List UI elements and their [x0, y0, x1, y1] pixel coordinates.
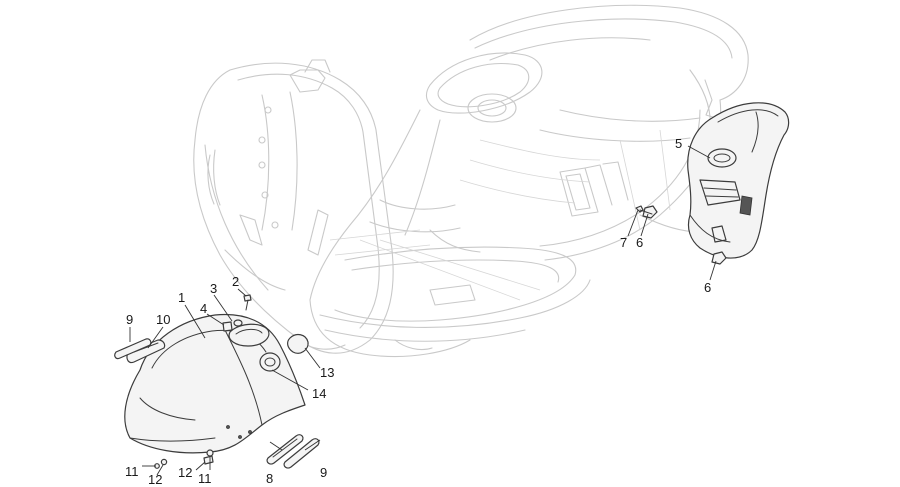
callout-8: 8 — [266, 471, 273, 486]
front-mudguard — [124, 313, 306, 454]
callout-11-right: 11 — [198, 471, 212, 486]
scooter-body-ghost — [193, 4, 749, 358]
callout-9-right: 9 — [320, 465, 327, 480]
callout-2: 2 — [232, 274, 239, 289]
callout-labels: 1 2 3 4 5 6 6 7 8 9 9 10 11 11 12 12 13 … — [125, 136, 711, 487]
callout-11-left: 11 — [125, 464, 139, 479]
callout-12-right: 12 — [178, 465, 192, 480]
callout-3: 3 — [210, 281, 217, 296]
callout-4: 4 — [200, 301, 207, 316]
callout-10: 10 — [156, 312, 170, 327]
callout-12-left: 12 — [148, 472, 162, 487]
callout-6-upper: 6 — [636, 235, 643, 250]
callout-6-lower: 6 — [704, 280, 711, 295]
callout-7: 7 — [620, 235, 627, 250]
rear-mudguard-fasteners — [635, 205, 727, 265]
rear-mudguard — [687, 102, 790, 259]
callout-13: 13 — [320, 365, 334, 380]
callout-1: 1 — [178, 290, 185, 305]
callout-9-left: 9 — [126, 312, 133, 327]
callout-5: 5 — [675, 136, 682, 151]
leader-lines — [129, 145, 717, 476]
callout-14: 14 — [312, 386, 326, 401]
front-small-parts — [114, 294, 320, 469]
